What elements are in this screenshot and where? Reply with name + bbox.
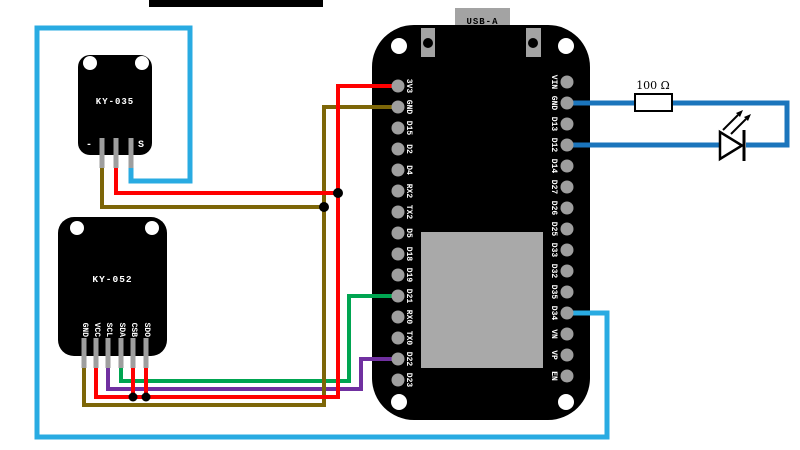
esp32-right-pin-label-d34: D34 (549, 305, 558, 321)
esp32-right-pin-label-d33: D33 (549, 242, 558, 258)
esp32-left-pin-label-d23: D23 (404, 372, 413, 388)
esp32-right-pin-label-d32: D32 (549, 263, 558, 279)
esp32-left-pin-label-tx0: TX0 (404, 330, 413, 346)
esp32-right-pin-label-d12: D12 (549, 137, 558, 153)
esp32-left-pin-label-d22: D22 (404, 351, 413, 367)
esp32-left-pin-label-tx2: TX2 (404, 204, 413, 220)
esp32-right-pin-label-d35: D35 (549, 284, 558, 300)
usb-label: USB-A (466, 16, 499, 27)
esp32-right-pin-label-d14: D14 (549, 158, 558, 174)
esp32-right-pin-label-en: EN (549, 371, 558, 381)
esp32-right-pin-label-vn: VN (549, 329, 558, 339)
resistor-value-label: 100 Ω (636, 79, 670, 92)
esp32-right-pin-label-d26: D26 (549, 200, 558, 216)
esp32-right-pin-label-vin: VIN (549, 74, 558, 90)
esp32-left-pin-label-rx0: RX0 (404, 309, 413, 325)
esp32-right-pin-label-gnd: GND (549, 95, 558, 111)
esp32-left-pin-label-3v3: 3V3 (404, 78, 413, 94)
esp32-left-pin-label-d2: D2 (404, 144, 413, 154)
esp32-left-pin-label-d19: D19 (404, 267, 413, 283)
esp32-right-pin-label-vp: VP (549, 350, 558, 360)
esp32-left-pin-label-d5: D5 (404, 228, 413, 238)
redacted-title-bar (149, 0, 323, 7)
esp32-right-pin-label-d25: D25 (549, 221, 558, 237)
esp32-right-pin-label-d27: D27 (549, 179, 558, 195)
esp32-left-pin-label-d18: D18 (404, 246, 413, 262)
esp32-left-pin-label-d15: D15 (404, 120, 413, 136)
esp32-right-pin-label-d13: D13 (549, 116, 558, 132)
esp32-left-pin-label-d21: D21 (404, 288, 413, 304)
esp32-left-pin-label-d4: D4 (404, 165, 413, 175)
esp32-left-pin-label-rx2: RX2 (404, 183, 413, 199)
esp32-left-pin-label-gnd: GND (404, 99, 413, 115)
